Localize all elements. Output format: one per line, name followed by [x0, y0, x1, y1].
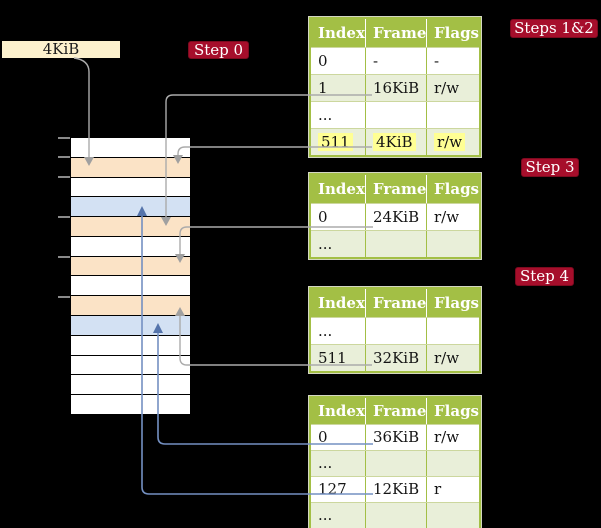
- column-header: Index: [318, 402, 365, 420]
- table-row: ...: [311, 317, 479, 344]
- column-header: Frame: [365, 19, 426, 47]
- memory-row-12: [71, 355, 190, 376]
- table-cell: 511: [318, 349, 347, 367]
- table-cell: [426, 102, 479, 128]
- step-3-label: Step 3: [521, 158, 579, 177]
- memory-address-tick: [58, 156, 70, 158]
- memory-row-6: [71, 236, 190, 257]
- memory-row-13: [71, 375, 190, 396]
- table-cell: [426, 318, 479, 344]
- column-header: Frame: [365, 289, 426, 317]
- memory-row-2: [71, 157, 190, 178]
- memory-address-tick: [58, 176, 70, 178]
- table-cell: 24KiB: [365, 204, 426, 230]
- table-cell: 0: [318, 52, 328, 70]
- table-cell: 0: [318, 428, 328, 446]
- table-cell: 32KiB: [365, 345, 426, 371]
- table-cell: 127: [318, 480, 347, 498]
- table-cell: 511: [311, 129, 365, 155]
- table-cell: r/w: [426, 75, 479, 101]
- memory-row-7: [71, 256, 190, 277]
- table-cell: ...: [318, 454, 333, 472]
- table-cell: ...: [318, 322, 333, 340]
- table-cell: ...: [318, 106, 333, 124]
- memory-row-11: [71, 335, 190, 356]
- table-cell: 0: [318, 208, 328, 226]
- memory-row-14: [71, 395, 190, 414]
- table-cell: [365, 318, 426, 344]
- table-cell: 1: [318, 79, 328, 97]
- memory-row-1: [71, 138, 190, 158]
- memory-row-8: [71, 276, 190, 297]
- column-header: Index: [318, 294, 365, 312]
- table-row: 0 --: [311, 47, 479, 74]
- memory-address-tick: [58, 137, 70, 139]
- table-cell: ...: [318, 506, 333, 524]
- table-cell: r/w: [426, 345, 479, 371]
- column-header: Flags: [426, 19, 479, 47]
- table-cell: [365, 102, 426, 128]
- table-cell: ...: [318, 235, 333, 253]
- step-4-label: Step 4: [515, 267, 574, 286]
- memory-address-tick: [58, 296, 70, 298]
- table-row: ...: [311, 230, 479, 257]
- memory-address-tick: [58, 256, 70, 258]
- table-cell: r: [426, 477, 479, 502]
- table-cell: -: [426, 48, 479, 74]
- column-header: Frame: [365, 175, 426, 203]
- table-cell: r/w: [426, 129, 479, 155]
- table-cell: 4KiB: [365, 129, 426, 155]
- table-row: ...: [311, 502, 479, 528]
- frame-size-label: 4KiB: [42, 40, 80, 58]
- memory-row-4: [71, 197, 190, 218]
- step-0-label: Step 0: [188, 41, 249, 59]
- table-cell: r/w: [426, 425, 479, 450]
- highlighted-value: r/w: [434, 133, 466, 151]
- table-cell: -: [365, 48, 426, 74]
- table-cell: [365, 451, 426, 476]
- column-header: Flags: [426, 175, 479, 203]
- table-row: 511 4KiB r/w: [311, 128, 479, 155]
- table-cell: [365, 231, 426, 257]
- table-cell: 16KiB: [365, 75, 426, 101]
- memory-row-9: [71, 296, 190, 317]
- physical-memory-column: [70, 137, 191, 415]
- table-cell: 36KiB: [365, 425, 426, 450]
- highlighted-value: 4KiB: [373, 133, 416, 151]
- table-cell: [426, 503, 479, 528]
- memory-row-5: [71, 217, 190, 237]
- column-header: Index: [318, 24, 365, 42]
- highlighted-value: 511: [318, 133, 353, 151]
- table-row: ...: [311, 101, 479, 128]
- table-cell: [426, 231, 479, 257]
- memory-row-3: [71, 177, 190, 198]
- steps-1-2-label: Steps 1&2: [510, 19, 598, 38]
- column-header: Flags: [426, 398, 479, 424]
- column-header: Frame: [365, 398, 426, 424]
- memory-row-10: [71, 316, 190, 336]
- table-cell: 12KiB: [365, 477, 426, 502]
- frame-size-box: 4KiB: [2, 41, 120, 58]
- table-cell: r/w: [426, 204, 479, 230]
- table-row: ...: [311, 450, 479, 476]
- table-cell: [426, 451, 479, 476]
- column-header: Flags: [426, 289, 479, 317]
- column-header: Index: [318, 180, 365, 198]
- memory-address-tick: [58, 216, 70, 218]
- table-cell: [365, 503, 426, 528]
